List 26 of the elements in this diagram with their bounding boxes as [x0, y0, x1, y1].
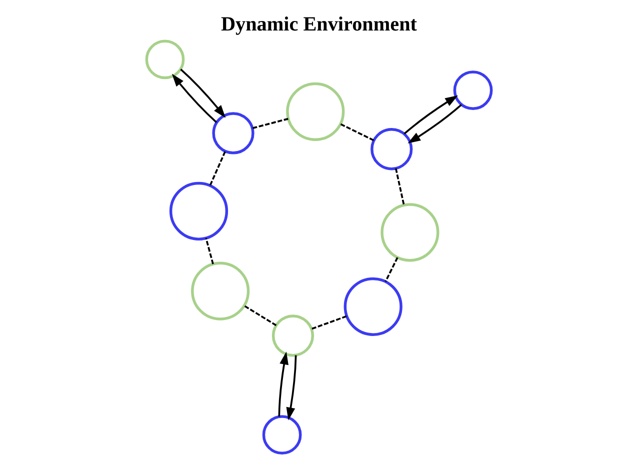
connector [384, 257, 398, 282]
arrow [278, 352, 288, 417]
arrow [180, 68, 226, 118]
arrow [404, 95, 458, 134]
node-circle [453, 70, 493, 110]
diagram-title: Dynamic Environment [220, 14, 418, 36]
arrow [172, 74, 218, 124]
node-circle [191, 262, 250, 320]
connector [209, 151, 226, 186]
connector [205, 238, 214, 264]
connector [394, 168, 405, 206]
node-circle [380, 203, 440, 262]
connector [252, 118, 289, 129]
arrow [286, 355, 297, 420]
node-circle [272, 314, 314, 357]
arrow [408, 104, 462, 144]
connector [311, 315, 347, 330]
node-circle [344, 277, 402, 336]
node-circle [145, 40, 185, 80]
connector [244, 304, 277, 326]
node-circle [212, 112, 254, 154]
connector [340, 123, 374, 142]
node-circle [286, 82, 345, 142]
node-circle [262, 415, 302, 455]
node-circle [370, 128, 413, 170]
node-circle [169, 182, 228, 240]
